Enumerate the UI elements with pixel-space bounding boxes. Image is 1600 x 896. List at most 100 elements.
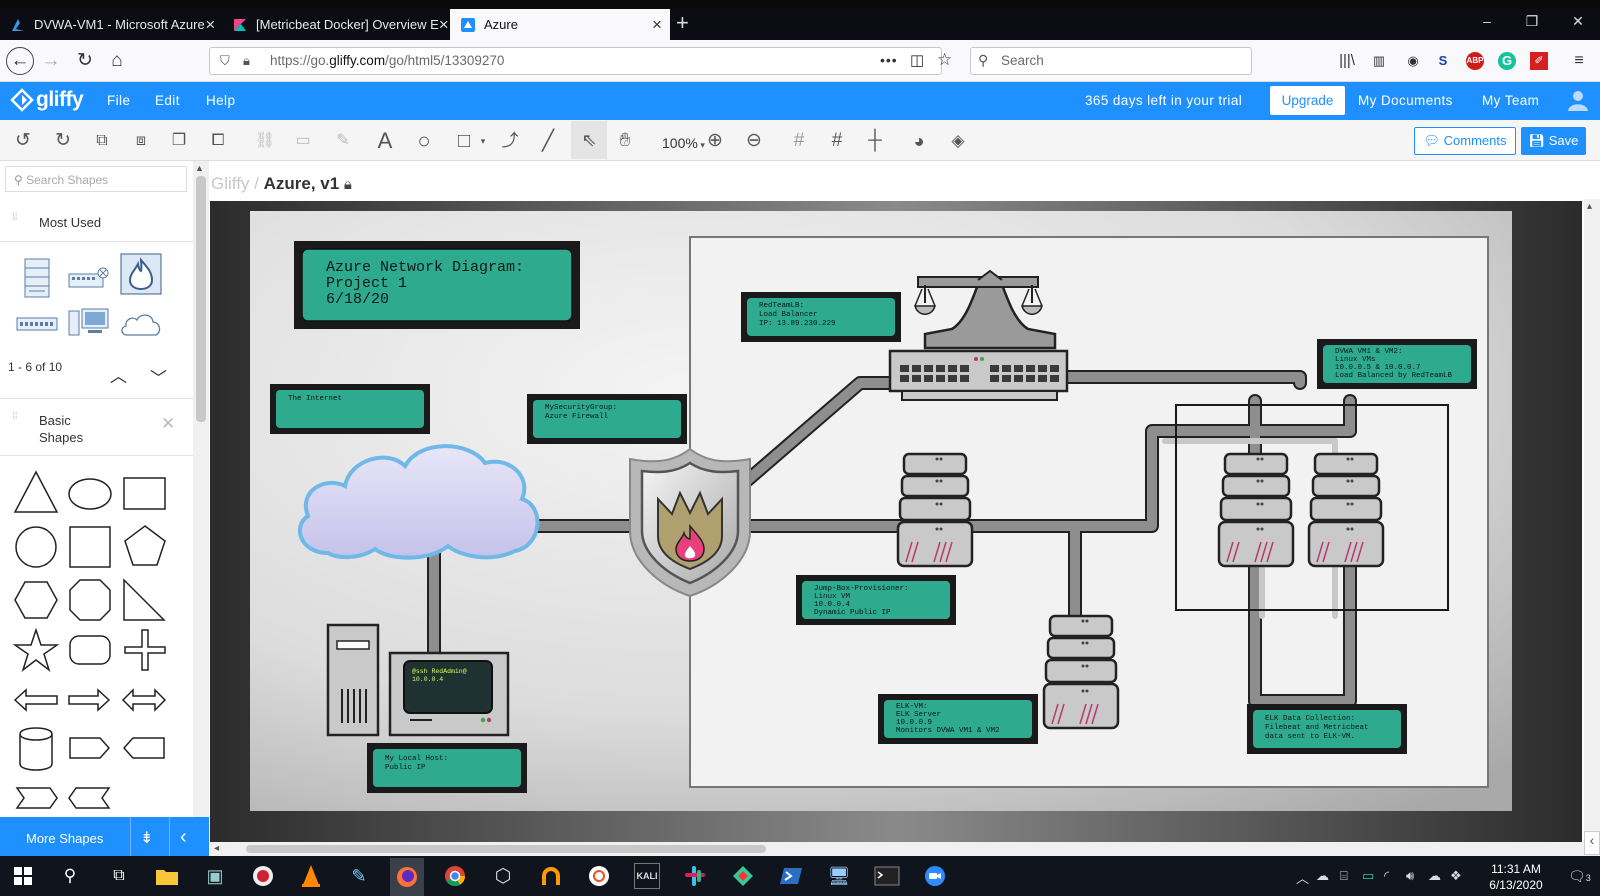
page-actions-icon[interactable]: ••• bbox=[880, 52, 898, 68]
panel-scrollbar-thumb[interactable] bbox=[196, 176, 206, 422]
format-painter-icon[interactable]: ✎ bbox=[336, 132, 350, 149]
gliffy-logo[interactable]: gliffy bbox=[10, 88, 84, 112]
url-bar[interactable]: https://go.gliffy.com/go/html5/13309270 bbox=[209, 47, 942, 75]
horizontal-scroll-thumb[interactable] bbox=[246, 845, 766, 853]
tab-metricbeat[interactable]: [Metricbeat Docker] Overview E × bbox=[222, 9, 449, 40]
new-tab-button[interactable]: + bbox=[676, 10, 689, 35]
pentagon-arrow-shape-icon[interactable] bbox=[69, 737, 111, 759]
collapse-panel-icon[interactable]: ‹ bbox=[180, 826, 187, 848]
section-basic-shapes-line2[interactable]: Shapes bbox=[39, 430, 84, 445]
forward-button[interactable]: → bbox=[41, 50, 61, 71]
bookmark-star-icon[interactable]: ☆ bbox=[937, 50, 953, 69]
zoom-app-icon[interactable] bbox=[922, 863, 948, 889]
extension-s-icon[interactable]: S bbox=[1438, 53, 1448, 68]
more-shapes-button[interactable]: More Shapes bbox=[26, 831, 104, 846]
firefox-taskbar-icon[interactable] bbox=[390, 858, 424, 896]
taskbar-clock[interactable]: 11:31 AM 6/13/2020 bbox=[1476, 861, 1556, 893]
chrome-icon[interactable] bbox=[442, 863, 468, 889]
tab-azure-gliffy[interactable]: Azure × bbox=[450, 9, 670, 40]
pocket-icon[interactable]: ◫ bbox=[910, 52, 925, 69]
close-window-button[interactable]: ✕ bbox=[1572, 13, 1584, 29]
right-arrow-shape-icon[interactable] bbox=[68, 688, 111, 712]
wifi-icon[interactable]: ◜ bbox=[1384, 868, 1390, 883]
load-balancer-icon[interactable] bbox=[888, 269, 1069, 401]
onedrive-icon[interactable]: ☁ bbox=[1428, 868, 1441, 883]
menu-file[interactable]: File bbox=[107, 93, 131, 108]
group-icon[interactable]: ⧉ bbox=[96, 132, 108, 149]
search-input[interactable]: Search bbox=[970, 47, 1252, 75]
drag-handle-icon[interactable]: ⁞⁞ bbox=[12, 212, 18, 223]
photos-app-icon[interactable]: ▣ bbox=[206, 865, 224, 886]
collapse-sections-icon[interactable]: ⇟ bbox=[140, 830, 154, 847]
shield-icon[interactable]: ⛉ bbox=[220, 53, 230, 68]
firewall-shield-icon[interactable] bbox=[629, 447, 751, 598]
powershell-icon[interactable] bbox=[778, 863, 804, 889]
menu-edit[interactable]: Edit bbox=[155, 93, 180, 108]
zoom-level[interactable]: 100% ▾ bbox=[662, 135, 705, 151]
dropbox-icon[interactable]: ❖ bbox=[1450, 868, 1462, 883]
document-title[interactable]: Azure, v1 bbox=[263, 174, 340, 193]
hexagon-shape-icon[interactable] bbox=[14, 581, 58, 619]
tab-close-icon[interactable]: × bbox=[438, 14, 449, 34]
firewall-shape-icon[interactable] bbox=[118, 252, 164, 296]
remote-desktop-icon[interactable]: 🖥︎ bbox=[827, 865, 851, 886]
tray-chevron-up-icon[interactable]: ︿ bbox=[1296, 871, 1310, 886]
elk-server-icon[interactable] bbox=[1042, 614, 1120, 730]
back-button[interactable]: ← bbox=[6, 47, 34, 75]
pentagon-shape-icon[interactable] bbox=[124, 525, 166, 566]
file-explorer-icon[interactable] bbox=[154, 863, 180, 889]
account-icon[interactable]: ◉ bbox=[1407, 53, 1419, 68]
square-shape-icon[interactable] bbox=[69, 526, 111, 568]
link-icon[interactable]: ⛓ bbox=[254, 132, 276, 149]
dvwa-vm1-server-icon[interactable] bbox=[1217, 452, 1295, 568]
minimize-button[interactable]: – bbox=[1483, 13, 1491, 29]
text-tool-icon[interactable]: A bbox=[377, 128, 393, 153]
redo-icon[interactable]: ↻ bbox=[55, 130, 71, 151]
user-avatar-icon[interactable] bbox=[1566, 88, 1590, 112]
scroll-up-icon[interactable]: ▴ bbox=[1587, 201, 1593, 212]
comments-button[interactable]: 💬︎ Comments bbox=[1414, 127, 1516, 155]
rectangle-tool-icon[interactable]: □ bbox=[457, 130, 471, 152]
chevron-left-shape-icon[interactable] bbox=[68, 787, 111, 809]
slack-icon[interactable] bbox=[682, 863, 708, 889]
close-section-icon[interactable]: ✕ bbox=[161, 414, 176, 433]
chevron-down-icon[interactable]: ▾ bbox=[480, 136, 486, 146]
cloud-shape-icon[interactable] bbox=[118, 302, 164, 346]
my-documents-link[interactable]: My Documents bbox=[1358, 93, 1453, 108]
ellipse-tool-icon[interactable]: ○ bbox=[417, 128, 431, 153]
save-button[interactable]: 💾︎ Save bbox=[1521, 127, 1586, 155]
chevron-up-icon[interactable]: ︿ bbox=[110, 367, 127, 386]
snap-grid-icon[interactable]: # bbox=[831, 130, 843, 151]
line-tool-icon[interactable]: ╱ bbox=[541, 130, 555, 152]
vlc-icon[interactable] bbox=[298, 863, 324, 889]
paint-app-icon[interactable]: ✎ bbox=[351, 865, 367, 886]
select-tool-icon[interactable]: ⇖ bbox=[571, 121, 607, 159]
library-icon[interactable]: |||\ bbox=[1339, 52, 1355, 69]
send-back-icon[interactable]: ❐ bbox=[171, 132, 187, 149]
tab-close-icon[interactable]: × bbox=[205, 14, 216, 34]
ubuntu-icon[interactable] bbox=[586, 863, 612, 889]
kali-icon[interactable]: KALI bbox=[634, 863, 660, 889]
zoom-in-icon[interactable]: ⊕ bbox=[707, 130, 723, 151]
terminal-icon[interactable] bbox=[874, 863, 900, 889]
arrange-icon[interactable]: ⧠ bbox=[211, 132, 225, 149]
layers-icon[interactable]: ◈ bbox=[951, 131, 965, 150]
app-red-circle-icon[interactable] bbox=[250, 863, 276, 889]
theme-palette-icon[interactable]: ◕ bbox=[913, 131, 925, 151]
tab-close-icon[interactable]: × bbox=[652, 14, 662, 34]
rectangle-shape-icon[interactable] bbox=[123, 477, 166, 510]
octagon-shape-icon[interactable] bbox=[69, 579, 111, 621]
cylinder-shape-icon[interactable] bbox=[19, 727, 53, 771]
home-button[interactable]: ⌂ bbox=[111, 50, 123, 71]
menu-help[interactable]: Help bbox=[206, 93, 236, 108]
connector-tool-icon[interactable]: ⤴ bbox=[501, 131, 519, 150]
server-shape-icon[interactable] bbox=[14, 256, 60, 300]
undo-icon[interactable]: ↺ bbox=[15, 130, 31, 151]
zoom-out-icon[interactable]: ⊖ bbox=[746, 130, 762, 151]
tab-dvwa-azure[interactable]: DVWA-VM1 - Microsoft Azure × bbox=[0, 9, 216, 40]
virtualbox-icon[interactable]: ⬡ bbox=[494, 865, 512, 887]
cross-shape-icon[interactable] bbox=[124, 629, 166, 671]
lock-icon[interactable]: 🔒︎ bbox=[243, 53, 250, 68]
sidebar-icon[interactable]: ▥ bbox=[1372, 53, 1386, 68]
extension-pdf-icon[interactable]: ✐ bbox=[1530, 52, 1548, 70]
